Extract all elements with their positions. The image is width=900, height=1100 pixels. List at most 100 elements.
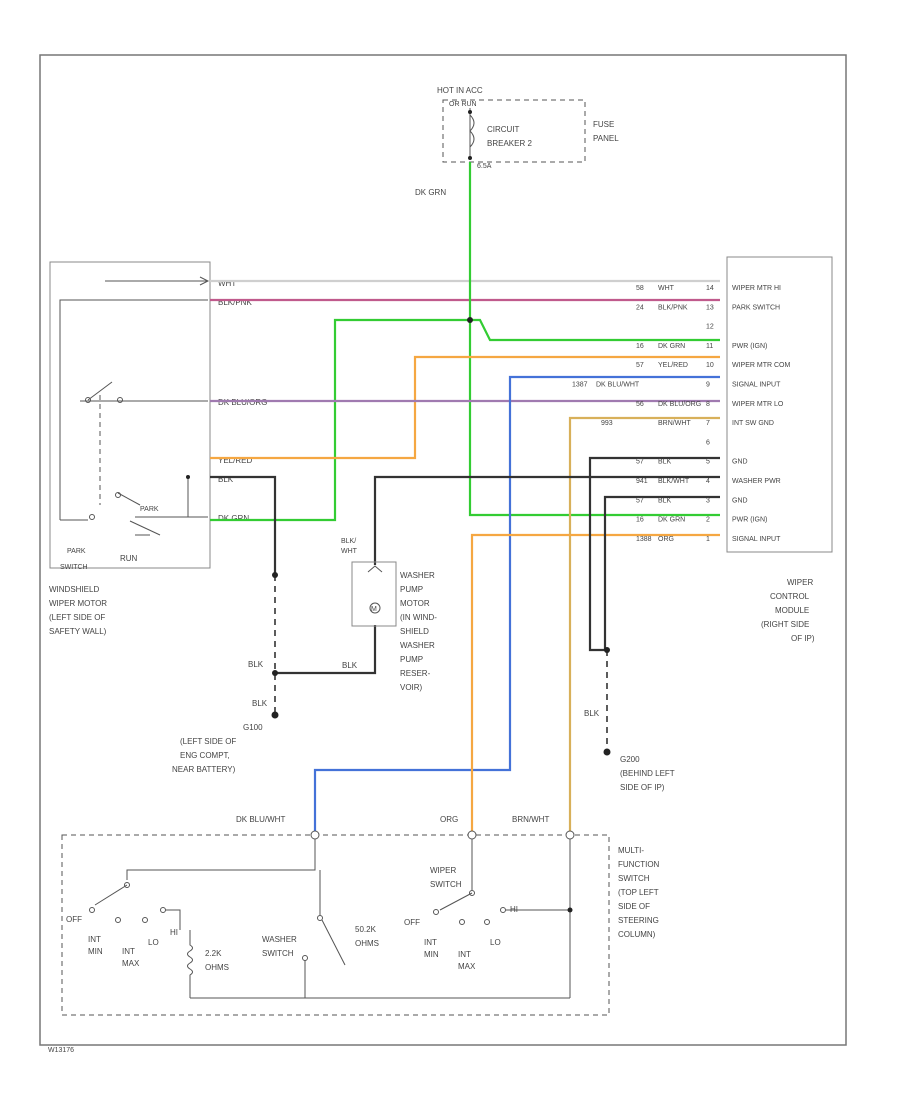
washer-pump-motor: M BLK/ WHT [341,538,397,627]
pin-label-9: SIGNAL INPUT [732,382,781,389]
wire-label-wht: WHT [218,279,236,288]
pin-label-8: WIPER MTR LO [732,401,784,408]
mfs-label-6: STEERING [618,916,659,925]
washer-label-3: MOTOR [400,599,430,608]
breaker-label-2: BREAKER 2 [487,139,532,148]
park-switch-label-1: PARK [67,548,86,555]
wire-label-org: ORG [440,815,458,824]
motor-label-3: (LEFT SIDE OF [49,613,105,622]
park-switch-arm [87,381,113,401]
pin-label-7: INT SW GND [732,420,774,427]
motor-label-1: WINDSHIELD [49,585,99,594]
wire-blk-gnd-1 [588,456,720,652]
pin-color-2: DK GRN [658,517,685,524]
pin-number-2: 2 [706,517,710,524]
pin-label-13: PARK SWITCH [732,304,780,311]
washer-switch-arm [321,919,346,966]
pin-circuit-7: 993 [601,420,613,427]
wire-label-dk-blu-wht: DK BLU/WHT [236,815,285,824]
fuse-hot-label: HOT IN ACC [437,86,483,95]
pin-label-11: PWR (IGN) [732,343,767,350]
mfs-int-min-2: MIN [88,947,103,956]
pin-circuit-4: 941 [636,478,648,485]
mfs-int-min-4: MIN [424,950,439,959]
pin-number-11: 11 [706,343,713,350]
blk-wht-line1: BLK/ [341,538,356,545]
pin-number-9: 9 [706,382,710,389]
connector-dk-blu-wht [310,830,320,840]
multi-function-switch [61,830,610,1016]
wire-label-blk: BLK [218,475,234,484]
pin-number-4: 4 [706,478,710,485]
wire-label-brn-wht: BRN/WHT [512,815,549,824]
mfs-int-max-1: INT [122,947,135,956]
pin-label-1: SIGNAL INPUT [732,536,781,543]
wire-label-blk-2: BLK [248,660,264,669]
pin-color-3: BLK [658,497,672,504]
pin-circuit-9: 1387 [572,382,588,389]
motor-icon [369,602,381,614]
washer-label-2: PUMP [400,585,423,594]
ground-g200-icon [603,748,611,756]
ground2-label-1: (BEHIND LEFT [620,769,675,778]
mfs-washer-sw-2: SWITCH [262,949,294,958]
pin-number-14: 14 [706,285,714,292]
pin-circuit-1: 1388 [636,536,652,543]
pin-circuit-8: 56 [636,401,644,408]
mfs-int-min-3: INT [424,938,437,947]
mfs-int-max-3: INT [458,950,471,959]
pin-color-14: WHT [658,285,675,292]
wire-blk-motor [210,475,277,575]
wire-label-blk-pnk: BLK/PNK [218,298,252,307]
mfs-wiper-sw-1: WIPER [430,866,456,875]
pin-number-13: 13 [706,304,714,311]
mfs-label-4: (TOP LEFT [618,888,659,897]
pin-circuit-5: 57 [636,459,644,466]
module-label-1: WIPER [787,578,813,587]
ground1-label-1: (LEFT SIDE OF [180,737,236,746]
pin-color-8: DK BLU/ORG [658,401,701,408]
wire-brn-wht [568,416,720,835]
fuse-panel-label-1: FUSE [593,120,614,129]
ground1-id: G100 [243,723,263,732]
wire-group [210,162,720,835]
wire-blk-gnd-2 [603,495,720,650]
breaker-label-1: CIRCUIT [487,125,520,134]
wire-blk-washer [275,625,377,675]
pin-circuit-13: 24 [636,304,644,311]
diagram-code: W13176 [48,1047,74,1054]
wire-dk-grn-motor [210,318,470,522]
pin-label-2: PWR (IGN) [732,517,767,524]
pin-color-13: BLK/PNK [658,304,688,311]
ground2-label-2: SIDE OF IP) [620,783,665,792]
breaker-amp: 6.5A [477,163,492,170]
pin-circuit-3: 57 [636,497,644,504]
fuse-panel-label-2: PANEL [593,134,619,143]
washer-label-4: (IN WIND- [400,613,437,622]
pin-number-3: 3 [706,497,710,504]
pin-color-10: YEL/RED [658,362,688,369]
motor-symbol: M [371,606,377,613]
pin-number-1: 1 [706,536,710,543]
pin-number-12: 12 [706,324,714,331]
pin-label-4: WASHER PWR [732,478,781,485]
blk-wht-line2: WHT [341,548,358,555]
fuse-sub-label: OR RUN [449,101,477,108]
mfs-label-1: MULTI- [618,846,644,855]
mfs-wiper-sw-2: SWITCH [430,880,462,889]
wire-label-dk-blu-org: DK BLU/ORG [218,398,267,407]
wire-org [470,533,720,835]
pin-color-11: DK GRN [658,343,685,350]
mfs-ohms-1: 2.2K [205,949,222,958]
washer-label-6: WASHER [400,641,435,650]
mfs-lo-1: LO [148,938,159,947]
mfs-washer-sw-1: WASHER [262,935,297,944]
pin-label-3: GND [732,497,748,504]
mfs-label-5: SIDE OF [618,902,650,911]
ground-g100-icon [271,711,279,719]
pin-number-6: 6 [706,439,710,446]
pin-color-5: BLK [658,459,672,466]
ground1-label-2: ENG COMPT, [180,751,230,760]
